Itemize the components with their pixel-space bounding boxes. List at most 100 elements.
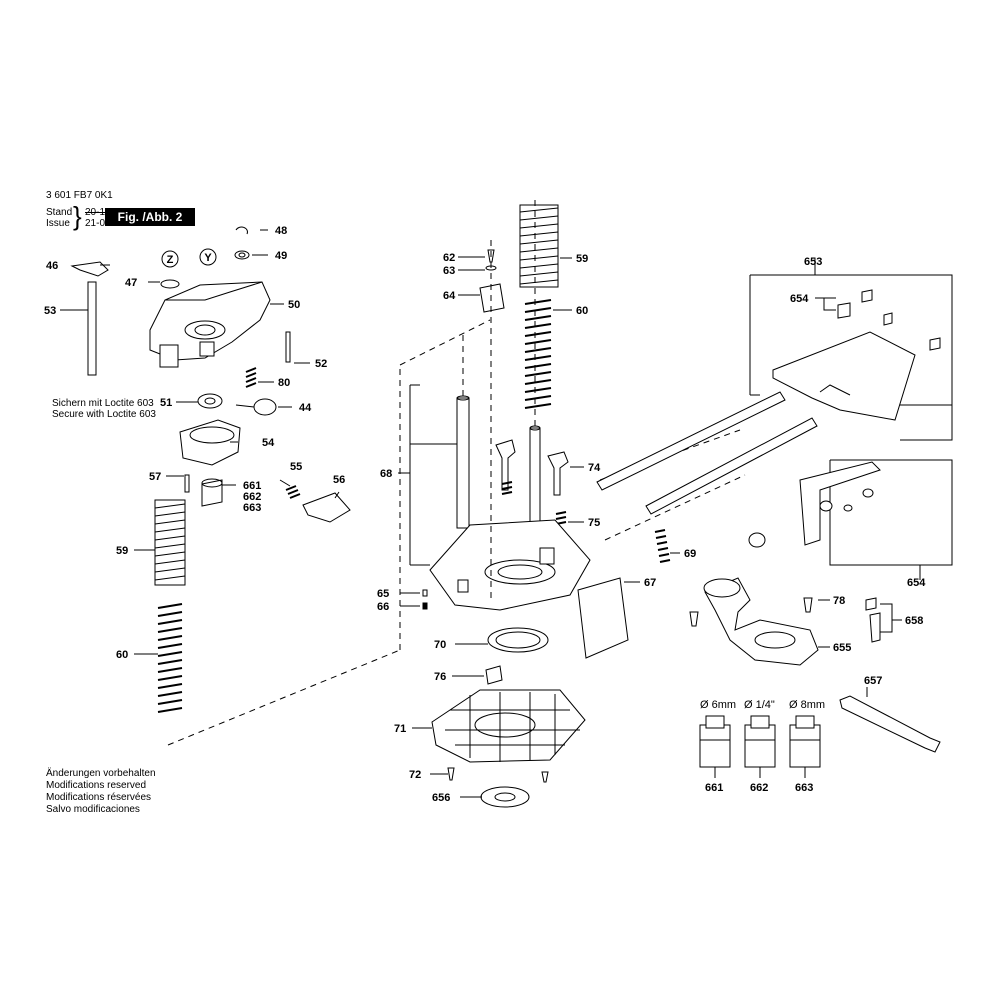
collet-8mm-part	[789, 715, 821, 768]
collet-size-8mm: Ø 8mm	[789, 699, 825, 711]
label-54: 54	[262, 437, 275, 449]
rod-part	[87, 281, 97, 376]
old-date: 20-10	[85, 207, 111, 218]
tension-spring-part	[654, 529, 671, 563]
label-52: 52	[315, 358, 327, 370]
label-653: 653	[804, 256, 822, 268]
svg-text:Y: Y	[204, 252, 212, 264]
pin-66-part	[422, 602, 428, 610]
label-55: 55	[290, 461, 302, 473]
washer-part	[234, 250, 250, 260]
large-spring-center	[519, 204, 559, 288]
label-63: 63	[443, 265, 455, 277]
column-left-part	[456, 397, 470, 529]
label-48: 48	[275, 225, 287, 237]
dust-extractor-part	[704, 577, 819, 666]
label-64: 64	[443, 290, 456, 302]
label-78: 78	[833, 595, 845, 607]
lever-part	[70, 261, 109, 277]
label-662-left: 662	[243, 491, 261, 503]
label-60-center: 60	[576, 305, 588, 317]
adjust-knob-part	[748, 532, 766, 548]
label-51: 51	[160, 397, 172, 409]
guide-rod-1	[596, 391, 786, 491]
label-75: 75	[588, 517, 600, 529]
fine-adjust-bracket	[799, 461, 881, 546]
label-661-left: 661	[243, 480, 261, 492]
label-67: 67	[644, 577, 656, 589]
label-663-left: 663	[243, 502, 261, 514]
label-663-right: 663	[795, 782, 813, 794]
label-68: 68	[380, 468, 392, 480]
label-654-bottom: 654	[907, 577, 926, 589]
guide-rod-2	[645, 417, 818, 515]
pin-65-part	[422, 589, 428, 597]
label-658: 658	[905, 615, 923, 627]
modifications-fr: Modifications réservées	[46, 792, 152, 803]
label-59-left: 59	[116, 545, 128, 557]
base-plate-part	[429, 519, 591, 611]
modifications-de: Änderungen vorbehalten	[46, 768, 156, 779]
template-guide-part	[480, 786, 530, 808]
bushing-64-part	[479, 283, 505, 313]
screw-57-part	[184, 474, 190, 493]
latch-part	[302, 492, 351, 523]
nut-part	[201, 479, 223, 507]
label-70: 70	[434, 639, 446, 651]
label-74: 74	[588, 462, 601, 474]
label-69: 69	[684, 548, 696, 560]
label-47: 47	[125, 277, 137, 289]
label-56: 56	[333, 474, 345, 486]
label-71: 71	[394, 723, 406, 735]
svg-text:Z: Z	[167, 254, 174, 266]
label-60-left: 60	[116, 649, 128, 661]
o-ring-part	[160, 279, 180, 289]
label-656: 656	[432, 792, 450, 804]
label-57: 57	[149, 471, 161, 483]
label-654-top: 654	[790, 293, 809, 305]
clip-76-part	[485, 665, 503, 685]
spring-55-part	[285, 485, 301, 499]
marker-z: Z	[161, 250, 179, 268]
label-53: 53	[44, 305, 56, 317]
label-50: 50	[288, 299, 300, 311]
label-72: 72	[409, 769, 421, 781]
label-46: 46	[46, 260, 58, 272]
brace-icon: }	[73, 201, 82, 231]
collet-1-4-part	[744, 715, 776, 768]
small-spring-part	[245, 367, 257, 388]
collet-size-1-4: Ø 1/4"	[744, 699, 775, 711]
stand-label: Stand	[46, 207, 73, 218]
clip-part	[235, 226, 248, 235]
compression-spring-left	[157, 603, 183, 713]
document-number: 3 601 FB7 0K1	[46, 190, 113, 201]
label-49: 49	[275, 250, 287, 262]
chip-guard-part	[577, 577, 629, 659]
marker-y: Y	[199, 248, 217, 266]
bearing-part	[197, 393, 223, 409]
modifications-es: Salvo modificaciones	[46, 804, 140, 815]
column-right-part	[529, 427, 541, 529]
label-655: 655	[833, 642, 851, 654]
parallel-guide-part	[772, 331, 916, 421]
loctite-note-de: Sichern mit Loctite 603	[52, 398, 154, 409]
label-62: 62	[443, 252, 455, 264]
label-662-right: 662	[750, 782, 768, 794]
label-66: 66	[377, 601, 389, 613]
label-661-right: 661	[705, 782, 723, 794]
collet-size-6mm: Ø 6mm	[700, 699, 736, 711]
label-80: 80	[278, 377, 290, 389]
wrench-part	[839, 695, 941, 753]
clamp-knob-right	[547, 451, 569, 496]
label-76: 76	[434, 671, 446, 683]
collet-6mm-part	[699, 715, 731, 768]
large-spring-left	[154, 499, 186, 586]
label-657: 657	[864, 675, 882, 687]
sub-base-part	[431, 689, 586, 763]
issue-label: Issue	[46, 218, 70, 229]
figure-badge: Fig. /Abb. 2	[105, 208, 195, 226]
screw-part	[285, 331, 291, 363]
label-65: 65	[377, 588, 389, 600]
knob-part	[253, 398, 277, 416]
